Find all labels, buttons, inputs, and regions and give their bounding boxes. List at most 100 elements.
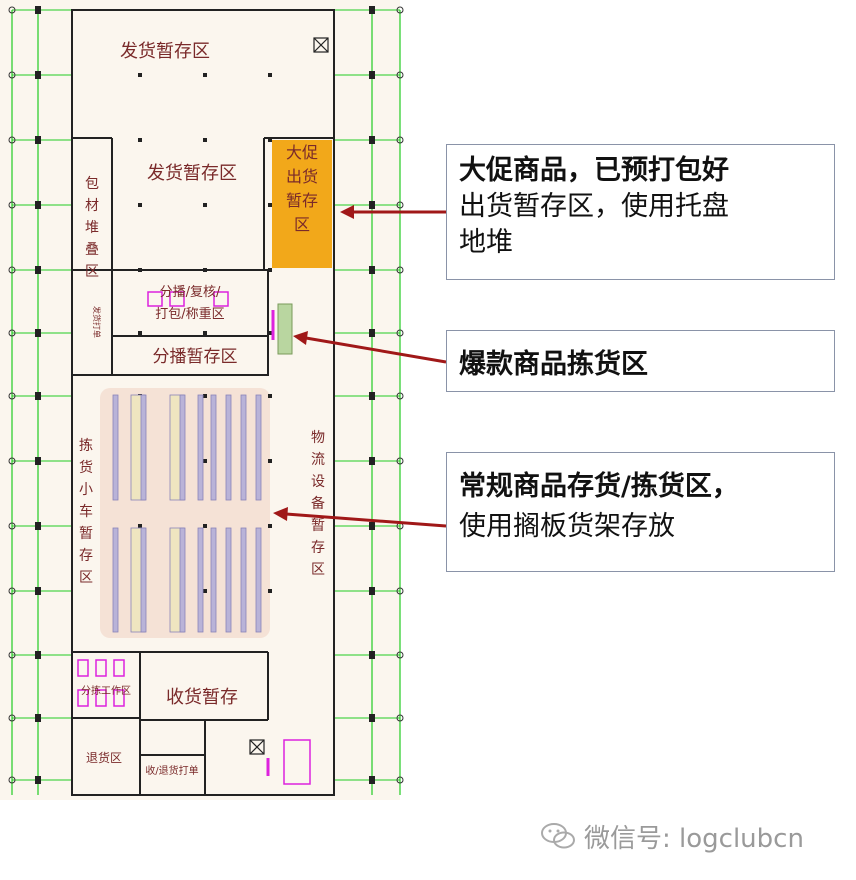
callout-regular: 常规商品存货/拣货区， 使用搁板货架存放 — [446, 452, 835, 572]
column — [203, 524, 207, 528]
column — [35, 329, 41, 337]
sorting-station — [213, 291, 229, 307]
column — [203, 331, 207, 335]
vertical-label-char: 存 — [311, 540, 325, 556]
column — [203, 589, 207, 593]
grid-axis-marker — [8, 457, 16, 465]
packing-station — [95, 659, 107, 677]
shelf-rack — [140, 394, 147, 501]
column — [268, 331, 272, 335]
column — [268, 73, 272, 77]
packing-station — [95, 689, 107, 707]
shelf-rack — [225, 394, 232, 501]
vertical-label-char: 暂 — [79, 526, 93, 542]
column — [35, 201, 41, 209]
grid-axis-marker — [8, 714, 16, 722]
column — [369, 587, 375, 595]
callout-promo-title: 大促商品，已预打包好 — [459, 155, 729, 186]
column — [138, 73, 142, 77]
arrow-hot — [305, 336, 447, 364]
vertical-label-char: 区 — [311, 562, 325, 578]
shelf-rack — [240, 527, 247, 633]
callout-regular-title: 常规商品存货/拣货区， — [459, 471, 739, 502]
hot-pick-rack — [277, 303, 293, 355]
vertical-label-char: 存 — [79, 548, 93, 564]
column — [369, 651, 375, 659]
shelf-rack — [255, 394, 262, 501]
column — [203, 203, 207, 207]
column — [138, 524, 142, 528]
label-print-area: 发货打单 — [92, 306, 102, 338]
column — [35, 136, 41, 144]
packing-station — [113, 689, 125, 707]
grid-axis-marker — [396, 457, 404, 465]
column — [35, 457, 41, 465]
column — [138, 268, 142, 272]
label-sorting-review-2: 打包/称重区 — [155, 306, 224, 322]
work-stations — [77, 291, 311, 785]
column — [268, 589, 272, 593]
column — [138, 203, 142, 207]
column — [268, 459, 272, 463]
column — [138, 138, 142, 142]
grid-axis-marker — [8, 651, 16, 659]
column — [369, 457, 375, 465]
label-returns-print: 收/退货打单 — [145, 764, 198, 777]
vertical-label-char: 备 — [311, 495, 325, 512]
grid-axis-marker — [8, 201, 16, 209]
grid-axis-marker — [8, 329, 16, 337]
grid-axis-marker — [396, 714, 404, 722]
vertical-label-char: 大促 — [286, 143, 318, 162]
callout-hot: 爆款商品拣货区 — [446, 330, 835, 392]
grid-axis-marker — [396, 266, 404, 274]
vertical-label-char: 物 — [311, 430, 325, 446]
grid-axis-marker — [396, 329, 404, 337]
vertical-label-char: 暂 — [311, 518, 325, 534]
column — [35, 776, 41, 784]
building-columns — [35, 6, 375, 784]
grid-axis-marker — [396, 6, 404, 14]
column — [369, 522, 375, 530]
vertical-label-char: 流 — [311, 452, 325, 468]
label-ship-staging-top: 发货暂存区 — [120, 41, 210, 62]
vertical-label-char: 区 — [79, 570, 93, 586]
receiving-station — [283, 739, 311, 785]
vertical-label-char: 包 — [85, 176, 99, 192]
callout-hot-title: 爆款商品拣货区 — [459, 348, 648, 380]
shelf-rack — [197, 527, 204, 633]
grid-axis-marker — [8, 776, 16, 784]
column — [203, 459, 207, 463]
column — [35, 522, 41, 530]
shelf-rack — [179, 394, 186, 501]
vertical-label-char: 区 — [294, 215, 310, 234]
packing-station — [77, 689, 89, 707]
label-sorting-workspace: 分拣工作区 — [81, 684, 131, 697]
shelf-rack — [197, 394, 204, 501]
column — [203, 394, 207, 398]
packing-station — [77, 659, 89, 677]
column — [369, 266, 375, 274]
column — [369, 776, 375, 784]
wechat-icon — [541, 823, 575, 849]
vertical-label-char: 暂存 — [286, 191, 318, 210]
vertical-label-char: 材 — [85, 198, 99, 214]
column — [35, 587, 41, 595]
column — [35, 6, 41, 14]
grid-axis-marker — [396, 392, 404, 400]
shelf-rack — [225, 527, 232, 633]
label-sorting-review-1: 分播/复核/ — [160, 285, 221, 300]
label-sorting-staging: 分播暂存区 — [153, 347, 238, 367]
shelf-rack — [140, 527, 147, 633]
shelf-rack — [210, 394, 217, 501]
column — [268, 524, 272, 528]
shelf-rack — [240, 394, 247, 501]
sorting-station — [147, 291, 163, 307]
column — [35, 714, 41, 722]
column — [35, 651, 41, 659]
column — [369, 136, 375, 144]
column — [203, 268, 207, 272]
